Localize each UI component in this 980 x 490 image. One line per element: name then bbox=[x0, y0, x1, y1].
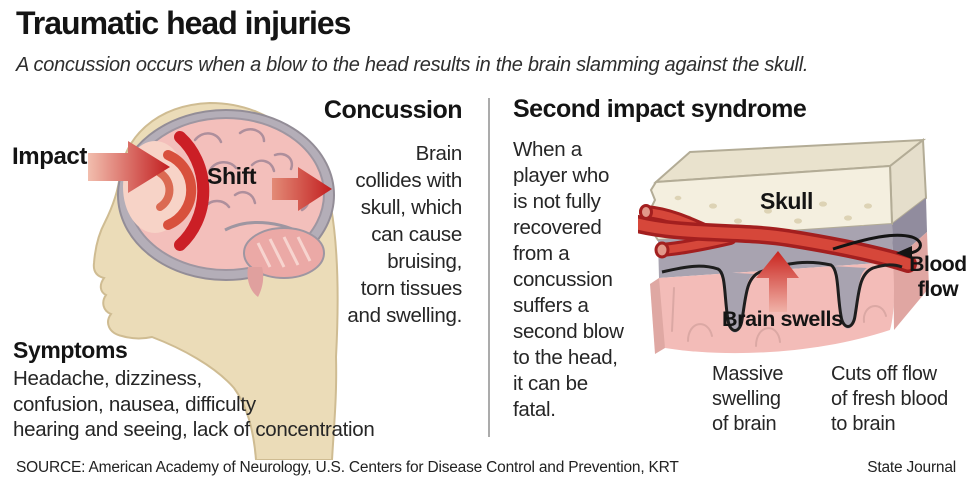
impact-arrow-icon bbox=[88, 141, 170, 193]
subdural-dip-right bbox=[831, 266, 867, 329]
brain-swells-label: Brain swells bbox=[722, 307, 843, 331]
subdural-dip-left bbox=[718, 272, 754, 333]
cerebellum-stripes bbox=[256, 236, 312, 268]
brain-cross-section-illustration bbox=[638, 138, 929, 354]
page-title: Traumatic head injuries bbox=[16, 5, 351, 41]
cerebellum bbox=[243, 227, 325, 279]
credit-line: State Journal bbox=[867, 459, 956, 476]
brainstem bbox=[247, 267, 264, 297]
symptoms-body: Headache, dizziness, confusion, nausea, … bbox=[13, 367, 375, 441]
section-divider bbox=[488, 98, 490, 437]
concussion-body: Brain collides with skull, which can cau… bbox=[347, 142, 462, 327]
blood-vessel bbox=[638, 204, 917, 273]
blood-flow-curl-arrow-icon bbox=[832, 233, 922, 259]
skull-label: Skull bbox=[760, 188, 813, 214]
caption-cuts-off-flow: Cuts off flow of fresh blood to brain bbox=[831, 363, 948, 435]
second-impact-body: When a player who is not fully recovered… bbox=[513, 138, 624, 421]
brain-layer-folds bbox=[671, 287, 887, 347]
gray-layer-side-face bbox=[892, 198, 927, 262]
membrane-line bbox=[661, 260, 903, 332]
symptoms-heading: Symptoms bbox=[13, 337, 128, 363]
impact-label: Impact bbox=[12, 143, 87, 170]
brain-layer-left-face bbox=[650, 278, 665, 354]
swell-arrow-icon bbox=[756, 251, 799, 312]
blood-flow-label: Blood flow bbox=[909, 253, 967, 301]
caption-massive-swelling: Massive swelling of brain bbox=[712, 363, 784, 435]
head-illustration bbox=[88, 101, 339, 460]
second-impact-heading: Second impact syndrome bbox=[513, 95, 807, 123]
shift-arrow-icon bbox=[272, 167, 332, 211]
source-line: SOURCE: American Academy of Neurology, U… bbox=[16, 459, 679, 476]
subtitle: A concussion occurs when a blow to the h… bbox=[16, 54, 809, 76]
shift-label: Shift bbox=[207, 163, 257, 189]
concussion-heading: Concussion bbox=[323, 96, 463, 124]
shock-wave-arcs-icon bbox=[156, 131, 210, 251]
